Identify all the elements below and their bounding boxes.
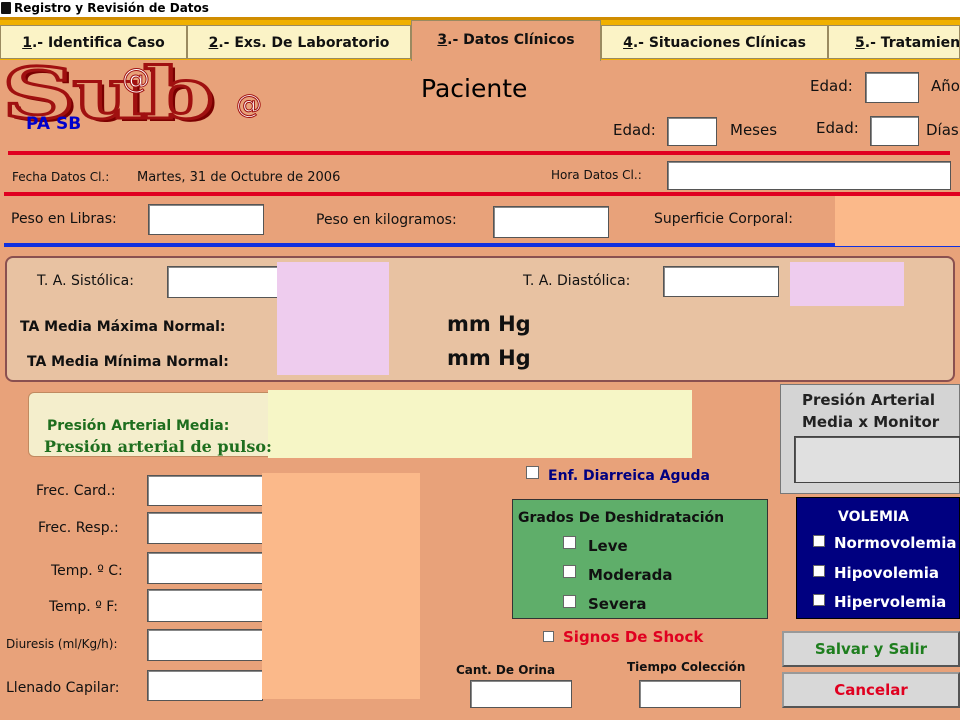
sistolica-label: T. A. Sistólica: [37, 273, 134, 289]
hipervolemia-label: Hipervolemia [834, 593, 947, 611]
hora-label: Hora Datos Cl.: [551, 168, 642, 182]
tiempo-coleccion-input[interactable] [639, 680, 741, 708]
pam-label: Presión Arterial Media: [47, 418, 230, 434]
tab-examenes-laboratorio[interactable]: 2.- Exs. De Laboratorio [187, 25, 411, 59]
vitals-result-box [262, 473, 420, 699]
monitor-title-1: Presión Arterial [802, 391, 935, 409]
peso-kg-label: Peso en kilogramos: [316, 212, 457, 228]
temp-c-label: Temp. º C: [51, 563, 123, 579]
severa-label: Severa [588, 595, 647, 613]
shock-checkbox[interactable] [543, 631, 554, 642]
fecha-label: Fecha Datos Cl.: [12, 170, 110, 184]
window-title: Registro y Revisión de Datos [14, 1, 209, 15]
window-title-bar: Registro y Revisión de Datos [0, 0, 960, 17]
ta-min-label: TA Media Mínima Normal: [27, 354, 229, 370]
age-unit-days: Días [926, 121, 959, 139]
cant-orina-label: Cant. De Orina [456, 663, 556, 677]
hipervolemia-checkbox[interactable] [813, 594, 825, 606]
leve-label: Leve [588, 537, 628, 555]
peso-libras-input[interactable] [148, 204, 264, 235]
age-unit-years: Años [931, 77, 960, 95]
diuresis-label: Diuresis (ml/Kg/h): [6, 637, 118, 651]
patient-label: Paciente [421, 74, 528, 103]
tab-tratamiento[interactable]: 5.- Tratamiento [828, 25, 960, 59]
volemia-title: VOLEMIA [838, 509, 909, 525]
frec-card-label: Frec. Card.: [36, 483, 116, 499]
temp-f-label: Temp. º F: [49, 599, 118, 615]
hipovolemia-label: Hipovolemia [834, 564, 940, 582]
age-label-years: Edad: [810, 77, 853, 95]
age-days-input[interactable] [870, 116, 919, 146]
ta-max-label: TA Media Máxima Normal: [20, 319, 226, 335]
pam-value-box [268, 390, 692, 458]
cant-orina-input[interactable] [470, 680, 572, 708]
diastolica-label: T. A. Diastólica: [523, 273, 631, 289]
temp-f-input[interactable] [147, 589, 263, 622]
age-months-input[interactable] [667, 117, 717, 146]
tab-identifica-caso[interactable]: 1.- Identifica Caso [0, 25, 187, 59]
normovolemia-label: Normovolemia [834, 534, 957, 552]
ta-result-box [277, 262, 389, 375]
fecha-value: Martes, 31 de Octubre de 2006 [137, 170, 341, 185]
normovolemia-checkbox[interactable] [813, 535, 825, 547]
severa-checkbox[interactable] [563, 595, 576, 608]
peso-libras-label: Peso en Libras: [11, 211, 117, 227]
divider-red-1 [8, 151, 950, 155]
superficie-label: Superficie Corporal: [654, 211, 793, 227]
diastolica-result-box [790, 262, 904, 306]
patient-code: PA SB [26, 114, 82, 134]
moderada-label: Moderada [588, 566, 673, 584]
shock-label: Signos De Shock [563, 628, 704, 646]
superficie-value-box [835, 196, 960, 246]
logo-at-2: @ [236, 90, 263, 121]
unit-mmhg-2: mm Hg [447, 346, 531, 370]
cancel-button[interactable]: Cancelar [782, 672, 960, 708]
leve-checkbox[interactable] [563, 536, 576, 549]
hora-input[interactable] [667, 161, 951, 190]
divider-red-2 [4, 192, 960, 196]
unit-mmhg-1: mm Hg [447, 312, 531, 336]
diuresis-input[interactable] [147, 629, 263, 661]
eda-checkbox[interactable] [526, 466, 539, 479]
logo-at-1: @ [122, 62, 151, 96]
llenado-capilar-label: Llenado Capilar: [6, 680, 120, 696]
diastolica-input[interactable] [663, 266, 779, 297]
divider-blue [4, 243, 960, 247]
llenado-capilar-input[interactable] [147, 670, 263, 701]
hipovolemia-checkbox[interactable] [813, 565, 825, 577]
frec-card-input[interactable] [147, 475, 263, 506]
peso-kg-input[interactable] [493, 206, 609, 238]
age-years-input[interactable] [865, 72, 919, 103]
frec-resp-label: Frec. Resp.: [38, 520, 119, 536]
age-label-months: Edad: [613, 121, 656, 139]
tiempo-coleccion-label: Tiempo Colección [627, 660, 746, 674]
monitor-input[interactable] [794, 436, 960, 483]
app-icon [1, 2, 11, 14]
logo: Sub [0, 51, 216, 137]
eda-label: Enf. Diarreica Aguda [548, 468, 710, 484]
deshidratacion-title: Grados De Deshidratación [518, 510, 725, 526]
frec-resp-input[interactable] [147, 512, 263, 544]
age-label-days: Edad: [816, 119, 859, 137]
tab-datos-clinicos[interactable]: 3.- Datos Clínicos [411, 20, 601, 61]
save-button[interactable]: Salvar y Salir [782, 631, 960, 667]
moderada-checkbox[interactable] [563, 565, 576, 578]
monitor-title-2: Media x Monitor [802, 413, 940, 431]
age-unit-months: Meses [730, 121, 778, 139]
temp-c-input[interactable] [147, 552, 263, 584]
deshidratacion-panel [512, 499, 768, 619]
sistolica-input[interactable] [167, 266, 279, 298]
pulso-label: Presión arterial de pulso: [44, 437, 272, 456]
tab-situaciones-clinicas[interactable]: 4.- Situaciones Clínicas [601, 25, 828, 59]
